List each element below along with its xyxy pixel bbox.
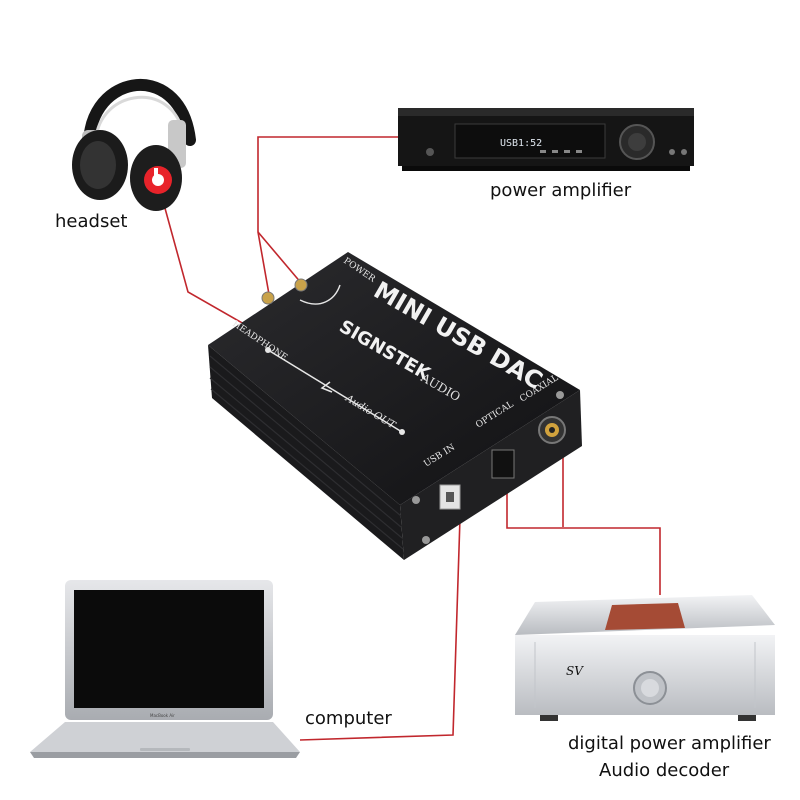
decoder-logo: SV <box>566 664 584 678</box>
headphones-image <box>72 79 196 211</box>
wire-amplifier <box>257 136 405 301</box>
power-jack-icon <box>294 278 308 292</box>
mini-usb-dac: MINI USB DAC SIGNSTEK AUDIO Audio OUT HE… <box>208 252 582 560</box>
label-headset: headset <box>55 211 128 232</box>
connection-wires <box>159 136 661 741</box>
arrow-left-icon <box>320 381 333 393</box>
label-digital-power-amplifier: digital power amplifier <box>568 733 771 754</box>
power-amplifier-image: USB1:52 <box>398 108 694 171</box>
amplifier-display: USB1:52 <box>500 138 542 149</box>
laptop-image: MacBook Air <box>30 580 300 758</box>
wire-amplifier-branch <box>257 231 303 285</box>
wire-optical <box>506 480 661 595</box>
label-computer: computer <box>305 708 392 729</box>
laptop-brand: MacBook Air <box>150 713 175 718</box>
optical-port-icon <box>491 449 515 479</box>
label-power-amplifier: power amplifier <box>490 180 632 201</box>
label-audio-decoder: Audio decoder <box>599 760 730 781</box>
headphone-jack-icon <box>261 291 275 305</box>
wire-computer <box>299 517 461 741</box>
wire-headset <box>159 189 259 333</box>
digital-amplifier-image: SV <box>515 595 775 721</box>
